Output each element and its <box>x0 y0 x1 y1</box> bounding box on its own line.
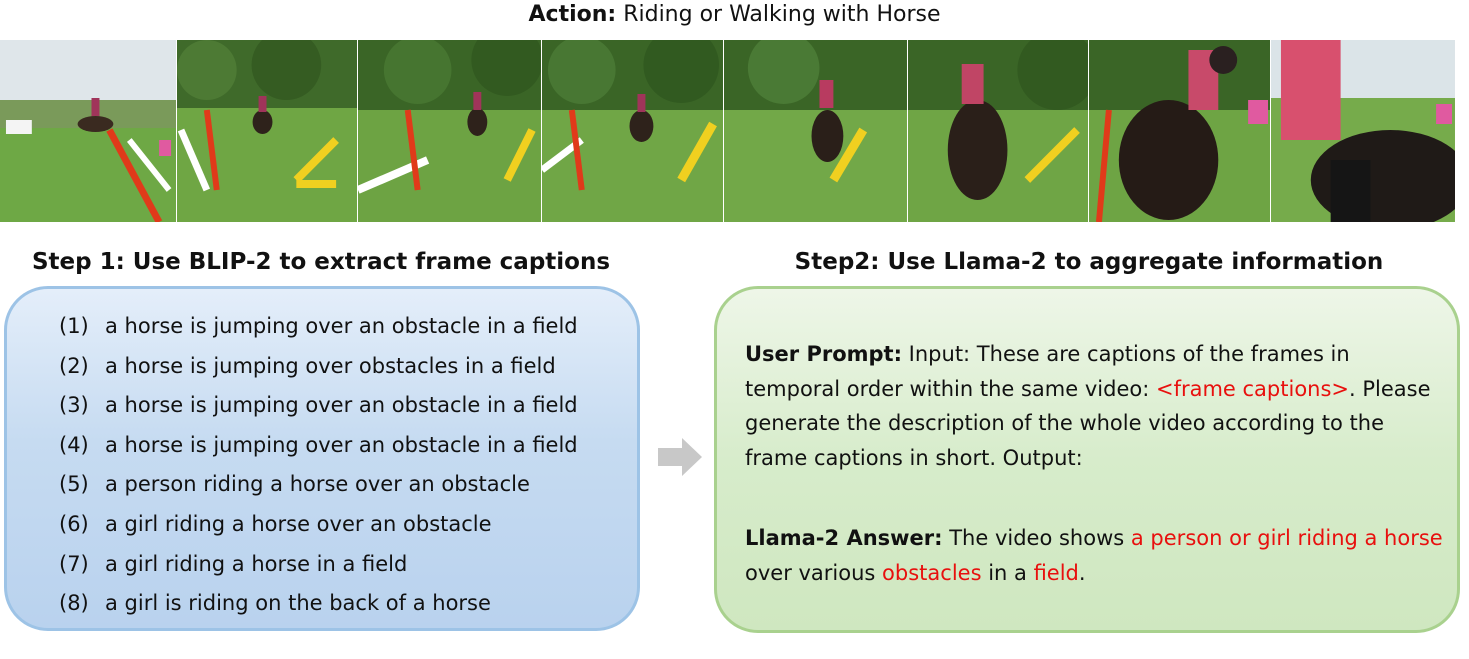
action-label: Action: <box>528 2 617 27</box>
caption-list: (1) a horse is jumping over an obstacle i… <box>59 307 578 624</box>
user-prompt: User Prompt: Input: These are captions o… <box>745 337 1451 476</box>
caption-text: a girl riding a horse over an obstacle <box>105 511 492 536</box>
frame-captions-placeholder: <frame captions> <box>1155 376 1350 401</box>
video-frame-4 <box>542 40 725 222</box>
llama-answer-label: Llama-2 Answer: <box>745 526 943 550</box>
video-frame-3 <box>358 40 543 222</box>
llama-answer: Llama-2 Answer: The video shows a person… <box>745 521 1451 590</box>
answer-highlight-2: obstacles <box>882 560 982 585</box>
video-frame-2 <box>177 40 359 222</box>
step2-title: Step2: Use Llama-2 to aggregate informat… <box>794 249 1384 275</box>
caption-number: (3) <box>59 393 89 418</box>
video-frames-strip <box>0 40 1456 222</box>
caption-item: (6) a girl riding a horse over an obstacl… <box>59 505 578 545</box>
caption-item: (7) a girl riding a horse in a field <box>59 545 578 585</box>
caption-text: a horse is jumping over an obstacle in a… <box>105 314 578 338</box>
user-prompt-label: User Prompt: <box>745 342 902 366</box>
answer-text-2: over various <box>745 560 883 585</box>
caption-text: a horse is jumping over obstacles in a f… <box>105 353 556 378</box>
answer-text-1: The video shows <box>942 526 1131 550</box>
caption-number: (6) <box>59 511 89 536</box>
caption-number: (7) <box>59 551 89 576</box>
caption-item: (3) a horse is jumping over an obstacle i… <box>59 386 578 426</box>
action-value: Riding or Walking with Horse <box>623 2 941 27</box>
video-frame-1 <box>0 40 178 222</box>
step1-captions-panel: (1) a horse is jumping over an obstacle i… <box>4 286 640 631</box>
caption-text: a horse is jumping over an obstacle in a… <box>105 393 578 418</box>
step1-title: Step 1: Use BLIP-2 to extract frame capt… <box>31 249 611 275</box>
right-arrow-icon <box>658 438 702 476</box>
answer-highlight-3: field <box>1033 560 1079 585</box>
user-prompt-text-1: Input: These are captions of the frames … <box>745 342 1350 401</box>
answer-text-4: . <box>1078 560 1086 585</box>
video-frame-8 <box>1271 40 1456 222</box>
step2-llm-panel: User Prompt: Input: These are captions o… <box>714 286 1460 633</box>
caption-item: (5) a person riding a horse over an obsta… <box>59 465 578 505</box>
answer-text-3: in a <box>981 560 1034 585</box>
caption-item: (8) a girl is riding on the back of a hor… <box>59 584 578 624</box>
caption-number: (2) <box>59 353 89 378</box>
caption-number: (8) <box>59 591 89 616</box>
caption-text: a girl riding a horse in a field <box>105 551 408 576</box>
video-frame-5 <box>724 40 908 222</box>
caption-text: a girl is riding on the back of a horse <box>105 591 491 616</box>
caption-number: (4) <box>59 432 89 457</box>
caption-number: (1) <box>59 314 89 338</box>
user-prompt-text-2: . Please generate the description of the… <box>745 376 1431 471</box>
answer-highlight-1: a person or girl riding a horse <box>1130 526 1443 550</box>
video-frame-7 <box>1089 40 1271 222</box>
caption-text: a horse is jumping over an obstacle in a… <box>105 432 578 457</box>
caption-item: (1) a horse is jumping over an obstacle i… <box>59 307 578 347</box>
caption-number: (5) <box>59 472 89 497</box>
action-title: Action: Riding or Walking with Horse <box>0 0 1469 32</box>
caption-item: (4) a horse is jumping over an obstacle i… <box>59 426 578 466</box>
caption-text: a person riding a horse over an obstacle <box>105 472 530 497</box>
caption-item: (2) a horse is jumping over obstacles in … <box>59 347 578 387</box>
video-frame-6 <box>908 40 1089 222</box>
